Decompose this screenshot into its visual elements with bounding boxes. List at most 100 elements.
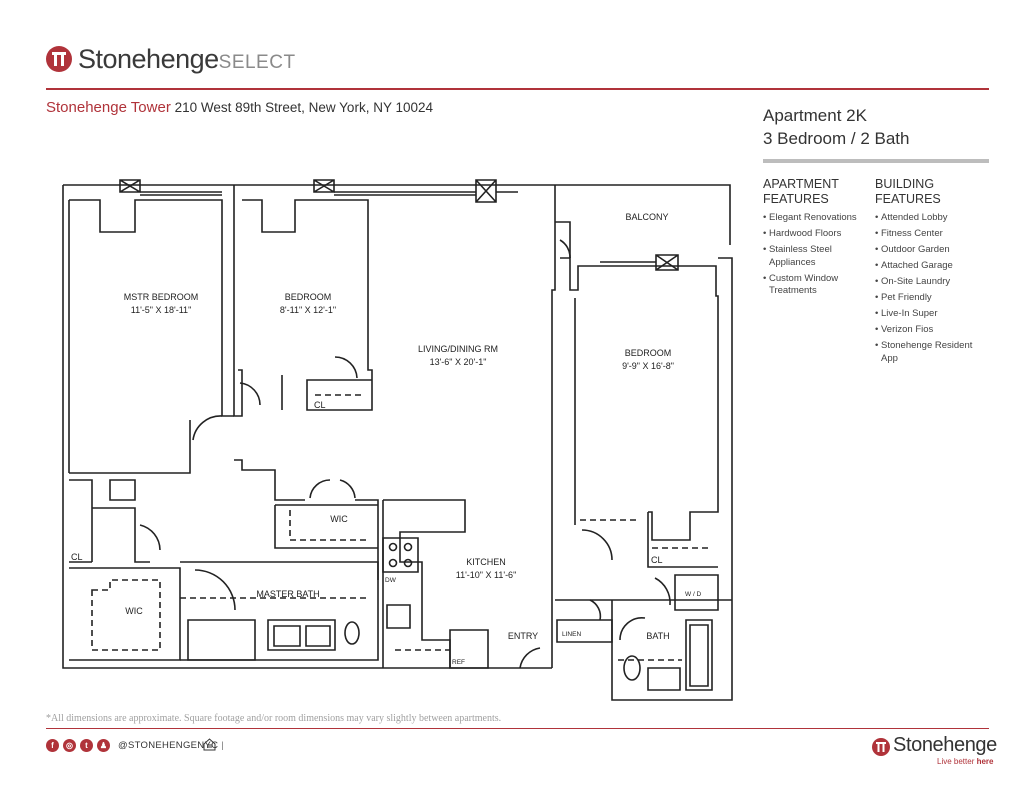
- building-features-list: Attended Lobby Fitness Center Outdoor Ga…: [875, 212, 987, 365]
- bath-vanity: [647, 667, 681, 691]
- refrigerator: [449, 629, 489, 669]
- list-item: Outdoor Garden: [875, 244, 987, 257]
- dishwasher-label: DW: [385, 577, 397, 584]
- closet-wall: [647, 512, 718, 568]
- master-bath-wall: [180, 561, 379, 661]
- bedroom2-wall: [242, 199, 373, 411]
- twitter-icon[interactable]: t: [80, 739, 93, 752]
- window-sill: [140, 191, 518, 196]
- bedroom2-wall: [233, 185, 243, 417]
- apartment-features: APARTMENT FEATURES Elegant Renovations H…: [763, 177, 871, 301]
- room-label: LIVING/DINING RM: [418, 344, 498, 354]
- door-swing: [194, 569, 236, 611]
- kitchen-sink: [386, 604, 411, 629]
- room-label: WIC: [330, 514, 348, 524]
- bedroom3-wall: [560, 257, 719, 541]
- door-swing: [619, 617, 646, 641]
- window: [119, 179, 141, 193]
- master-bedroom-wall: [109, 479, 136, 501]
- apartment-features-list: Elegant Renovations Hardwood Floors Stai…: [763, 212, 871, 298]
- list-item: Fitness Center: [875, 228, 987, 241]
- door-swing: [654, 577, 671, 606]
- window: [313, 179, 335, 193]
- list-item: Pet Friendly: [875, 292, 987, 305]
- closet-label: CL: [651, 555, 663, 565]
- room-label: ENTRY: [508, 631, 538, 641]
- header-divider: [46, 88, 989, 90]
- building-address: Stonehenge Tower 210 West 89th Street, N…: [46, 99, 433, 116]
- list-item: On-Site Laundry: [875, 276, 987, 289]
- kitchen-counter: [383, 499, 466, 668]
- burner: [388, 542, 398, 552]
- stonehenge-footer-logo-icon: [872, 738, 890, 756]
- master-bedroom-wall: [69, 199, 234, 417]
- snapchat-icon[interactable]: ♟: [97, 739, 110, 752]
- room-dimension: 11'-5" X 18'-11": [131, 305, 192, 315]
- closet-label: CL: [71, 552, 83, 562]
- door-swing: [581, 529, 613, 561]
- room-label: BATH: [646, 631, 669, 641]
- room-label: WIC: [125, 606, 143, 616]
- instagram-icon[interactable]: ◎: [63, 739, 76, 752]
- room-dimension: 9'-9" X 16'-8": [622, 361, 674, 371]
- door-swing: [139, 524, 161, 551]
- kitchen-stove: [382, 537, 419, 573]
- bathroom-wall: [611, 257, 733, 701]
- door-swing: [589, 599, 602, 621]
- window: [655, 254, 679, 271]
- master-closet-wall: [92, 507, 150, 563]
- room-label: MASTER BATH: [256, 589, 319, 599]
- balcony-wall: [555, 221, 571, 258]
- tagline: Live better here: [937, 757, 994, 766]
- list-item: Attended Lobby: [875, 212, 987, 225]
- refrigerator-label: REF: [452, 659, 465, 666]
- shower: [187, 619, 256, 661]
- vanity: [267, 619, 336, 651]
- balcony-outline: [555, 184, 731, 245]
- stonehenge-logo-icon: [46, 46, 72, 72]
- toilet: [623, 655, 641, 681]
- building-name: Stonehenge Tower: [46, 99, 171, 116]
- burner: [403, 558, 413, 568]
- room-dimension: 8'-11" X 12'-1": [280, 305, 336, 315]
- burner: [403, 542, 413, 552]
- door-swing: [309, 479, 356, 499]
- linen-closet: [556, 619, 613, 643]
- bath-tub: [685, 619, 713, 691]
- building-features: BUILDING FEATURES Attended Lobby Fitness…: [875, 177, 987, 369]
- door-swing: [334, 356, 358, 379]
- social-handle[interactable]: @STONEHENGENYC |: [118, 740, 224, 751]
- list-item: Hardwood Floors: [763, 228, 871, 241]
- apartment-number: Apartment 2K: [763, 106, 867, 125]
- facebook-icon[interactable]: f: [46, 739, 59, 752]
- door-swing: [239, 382, 261, 406]
- room-label: MSTR BEDROOM: [124, 292, 199, 302]
- apartment-features-heading: APARTMENT FEATURES: [763, 177, 839, 206]
- list-item: Stonehenge Resident App: [875, 340, 987, 365]
- list-item: Verizon Fios: [875, 324, 987, 337]
- footer-brand: Stonehenge: [893, 734, 997, 756]
- master-bedroom-wall: [69, 420, 191, 474]
- list-item: Elegant Renovations: [763, 212, 871, 225]
- closet-label: CL: [314, 400, 326, 410]
- list-item: Stainless Steel Appliances: [763, 244, 839, 269]
- toilet: [344, 621, 360, 645]
- exterior-wall: [551, 185, 556, 668]
- vanity-sink: [273, 625, 301, 647]
- bath-tub: [689, 624, 709, 687]
- door-swing: [519, 647, 541, 669]
- door-swing: [559, 239, 571, 259]
- exterior-wall: [62, 185, 552, 669]
- wic-center-wall: [289, 510, 370, 541]
- brand-logo-text: StonehengeSELECT: [78, 44, 296, 74]
- list-item: Custom Window Treatments: [763, 273, 859, 298]
- burner: [388, 558, 398, 568]
- linen-label: LINEN: [562, 631, 581, 638]
- list-item: Attached Garage: [875, 260, 987, 273]
- room-dimension: 13'-6" X 20'-1": [430, 357, 487, 367]
- apartment-title: Apartment 2K 3 Bedroom / 2 Bath: [763, 104, 909, 150]
- room-label: KITCHEN: [466, 557, 506, 567]
- disclaimer: *All dimensions are approximate. Square …: [46, 713, 502, 724]
- room-label: BEDROOM: [625, 348, 672, 358]
